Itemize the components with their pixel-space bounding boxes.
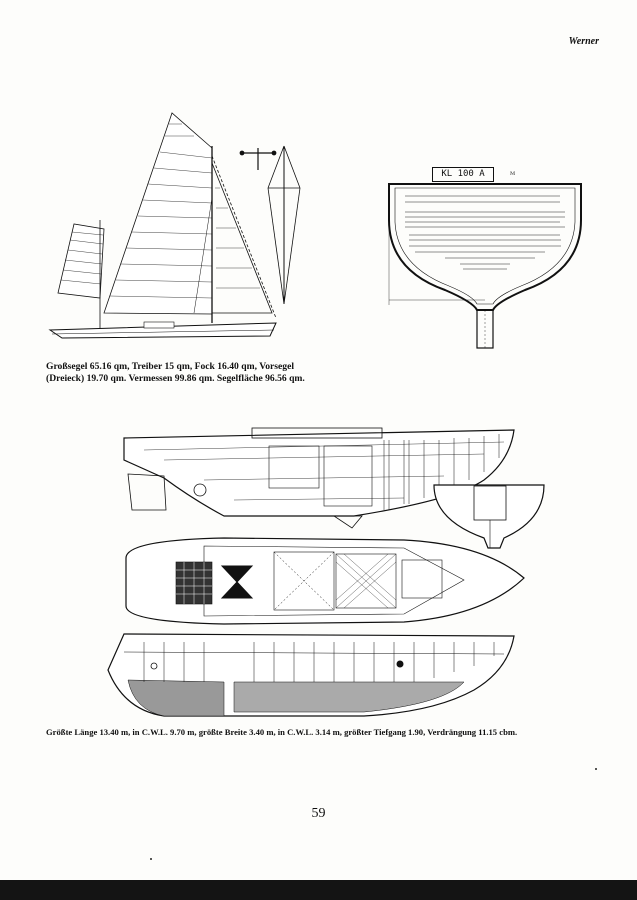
midship-title: KL 100 A (432, 167, 494, 182)
sail-plan-caption: Großsegel 65.16 qm, Treiber 15 qm, Fock … (46, 361, 336, 385)
scan-speck (595, 768, 597, 770)
scan-speck (150, 858, 152, 860)
scan-edge-bar (0, 880, 637, 900)
author-header: Werner (568, 36, 599, 47)
sail-plan-caption-line-2: (Dreieck) 19.70 qm. Vermessen 99.86 qm. … (46, 373, 305, 384)
sail-plan-caption-line-1: Großsegel 65.16 qm, Treiber 15 qm, Fock … (46, 361, 295, 372)
svg-text:M: M (510, 171, 515, 177)
midship-section-drawing: M (388, 171, 582, 349)
sail-plan-drawing (48, 112, 301, 339)
interior-plan-drawing (107, 427, 545, 717)
dimensions-caption: Größte Länge 13.40 m, in C.W.L. 9.70 m, … (46, 727, 518, 737)
page-number: 59 (311, 806, 326, 821)
